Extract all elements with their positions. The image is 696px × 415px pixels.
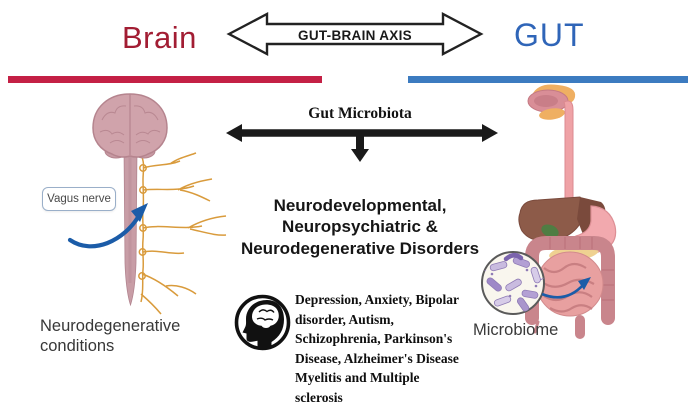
digestive-system-illustration — [481, 84, 617, 339]
gallbladder-graphic — [541, 224, 559, 238]
gut-accent-bar — [408, 76, 688, 83]
disorders-heading-line: Neuropsychiatric & — [282, 217, 438, 237]
disease-list-line: sclerosis — [295, 389, 343, 405]
small-intestine-graphic — [536, 251, 604, 317]
disease-list-line: disorder, Autism, — [295, 311, 394, 327]
vagus-nerve-fibers — [137, 149, 227, 315]
mouth-graphic — [527, 84, 576, 120]
disorders-heading-line: Neurodevelopmental, — [273, 196, 447, 215]
disease-list-line: Disease, Alzheimer's Disease — [295, 350, 459, 366]
disease-list-line: Myelitis and Multiple — [295, 370, 420, 385]
vagus-arrow-icon — [67, 203, 148, 249]
left-caption-line: conditions — [40, 337, 115, 356]
gut-title: GUT — [514, 17, 585, 53]
microbiome-label: Microbiome — [473, 321, 559, 339]
esophagus-graphic — [563, 100, 574, 215]
left-caption: Neurodegenerative conditions — [40, 316, 210, 357]
brain-graphic — [92, 93, 168, 159]
left-caption-line: Neurodegenerative — [40, 317, 181, 335]
brain-accent-bar — [8, 76, 322, 83]
microbiome-magnifier-icon — [481, 251, 545, 315]
disease-list: Depression, Anxiety, Bipolar disorder, A… — [295, 290, 483, 407]
disease-list-line: Schizophrenia, Parkinson's — [295, 331, 453, 346]
brain-spinal-cord-illustration — [67, 93, 227, 315]
gut-microbiota-arrow-icon — [226, 124, 498, 162]
gut-microbiota-label: Gut Microbiota — [308, 105, 412, 122]
disorders-heading: Neurodevelopmental, Neuropsychiatric & N… — [228, 195, 492, 259]
disorders-heading-line: Neurodegenerative Disorders — [240, 238, 480, 258]
disease-list-line: Depression, Anxiety, Bipolar — [295, 292, 460, 307]
vagus-nerve-label: Vagus nerve — [42, 187, 116, 211]
microbiome-arrow-icon — [541, 277, 591, 299]
brain-title: Brain — [122, 20, 197, 55]
gut-brain-axis-arrow-icon — [226, 12, 484, 56]
axis-arrow-label: GUT-BRAIN AXIS — [298, 28, 412, 43]
head-profile-brain-icon — [234, 294, 291, 351]
